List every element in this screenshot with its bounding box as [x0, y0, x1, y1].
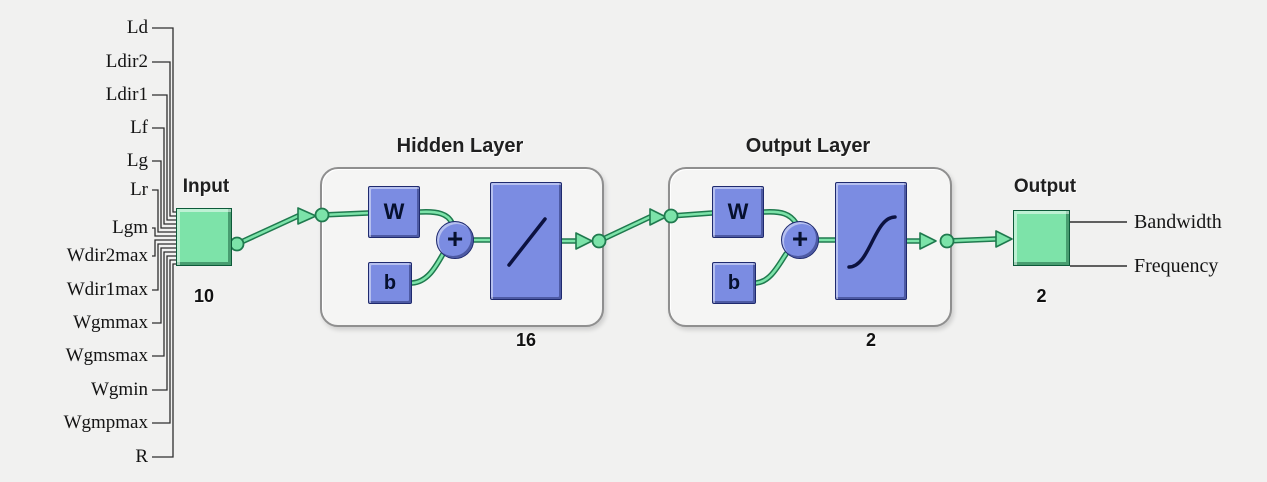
output-label-bandwidth: Bandwidth — [1134, 211, 1222, 233]
sigmoid-activation-icon — [847, 215, 897, 269]
input-label: Lgm — [112, 217, 148, 238]
input-label: Wgmpmax — [63, 412, 148, 433]
input-label: Ldir1 — [105, 84, 148, 105]
junction-dot-icon — [663, 208, 679, 224]
output-sum-symbol: + — [791, 223, 809, 254]
input-label: Wdir2max — [66, 245, 148, 266]
input-size-label: 10 — [193, 286, 215, 306]
arrowhead-icon — [649, 208, 667, 226]
input-block — [176, 208, 232, 266]
output-weight-label: W — [727, 199, 749, 224]
output-activation-block — [835, 182, 907, 300]
arrowheads — [297, 207, 1013, 250]
hidden-weight-label: W — [383, 199, 405, 224]
output-label-frequency: Frequency — [1134, 255, 1219, 277]
output-fan-lines — [1070, 221, 1127, 267]
hidden-layer-title: Hidden Layer — [396, 135, 524, 157]
arrowhead-icon — [995, 230, 1013, 248]
arrowhead-icon — [297, 207, 317, 225]
junction-dots — [229, 207, 955, 252]
input-label: Lf — [130, 117, 148, 138]
hidden-bias-label: b — [383, 271, 397, 294]
output-layer-title: Output Layer — [745, 135, 871, 157]
output-size-label: 2 — [1036, 286, 1047, 306]
hidden-size-label: 16 — [515, 330, 537, 350]
output-sum-node: + — [781, 221, 819, 259]
input-label: Ld — [126, 17, 148, 38]
input-label: R — [135, 446, 148, 467]
output-layer-size-label: 2 — [865, 330, 876, 350]
output-title: Output — [1013, 176, 1077, 197]
junction-dot-icon — [939, 233, 955, 249]
linear-activation-icon — [507, 217, 547, 267]
input-label: Ldir2 — [105, 51, 148, 72]
hidden-sum-symbol: + — [446, 223, 464, 254]
junction-dot-icon — [591, 233, 607, 249]
input-label: Wdir1max — [66, 279, 148, 300]
output-weight-block: W — [712, 186, 764, 238]
arrowhead-icon — [575, 232, 593, 250]
input-title: Input — [182, 176, 230, 197]
hidden-weight-block: W — [368, 186, 420, 238]
junction-dot-icon — [229, 236, 245, 252]
hidden-activation-block — [490, 182, 562, 300]
output-bias-label: b — [727, 271, 741, 294]
arrowhead-icon — [919, 232, 937, 250]
input-label: Wgmin — [91, 379, 148, 400]
output-block — [1013, 210, 1070, 266]
hidden-sum-node: + — [436, 221, 474, 259]
junction-dot-icon — [314, 207, 330, 223]
input-fan-lines — [152, 27, 177, 458]
input-label: Wgmmax — [73, 312, 148, 333]
input-label: Lg — [126, 150, 148, 171]
input-label: Wgmsmax — [65, 345, 148, 366]
input-label: Lr — [130, 179, 148, 200]
output-bias-block: b — [712, 262, 756, 304]
hidden-bias-block: b — [368, 262, 412, 304]
